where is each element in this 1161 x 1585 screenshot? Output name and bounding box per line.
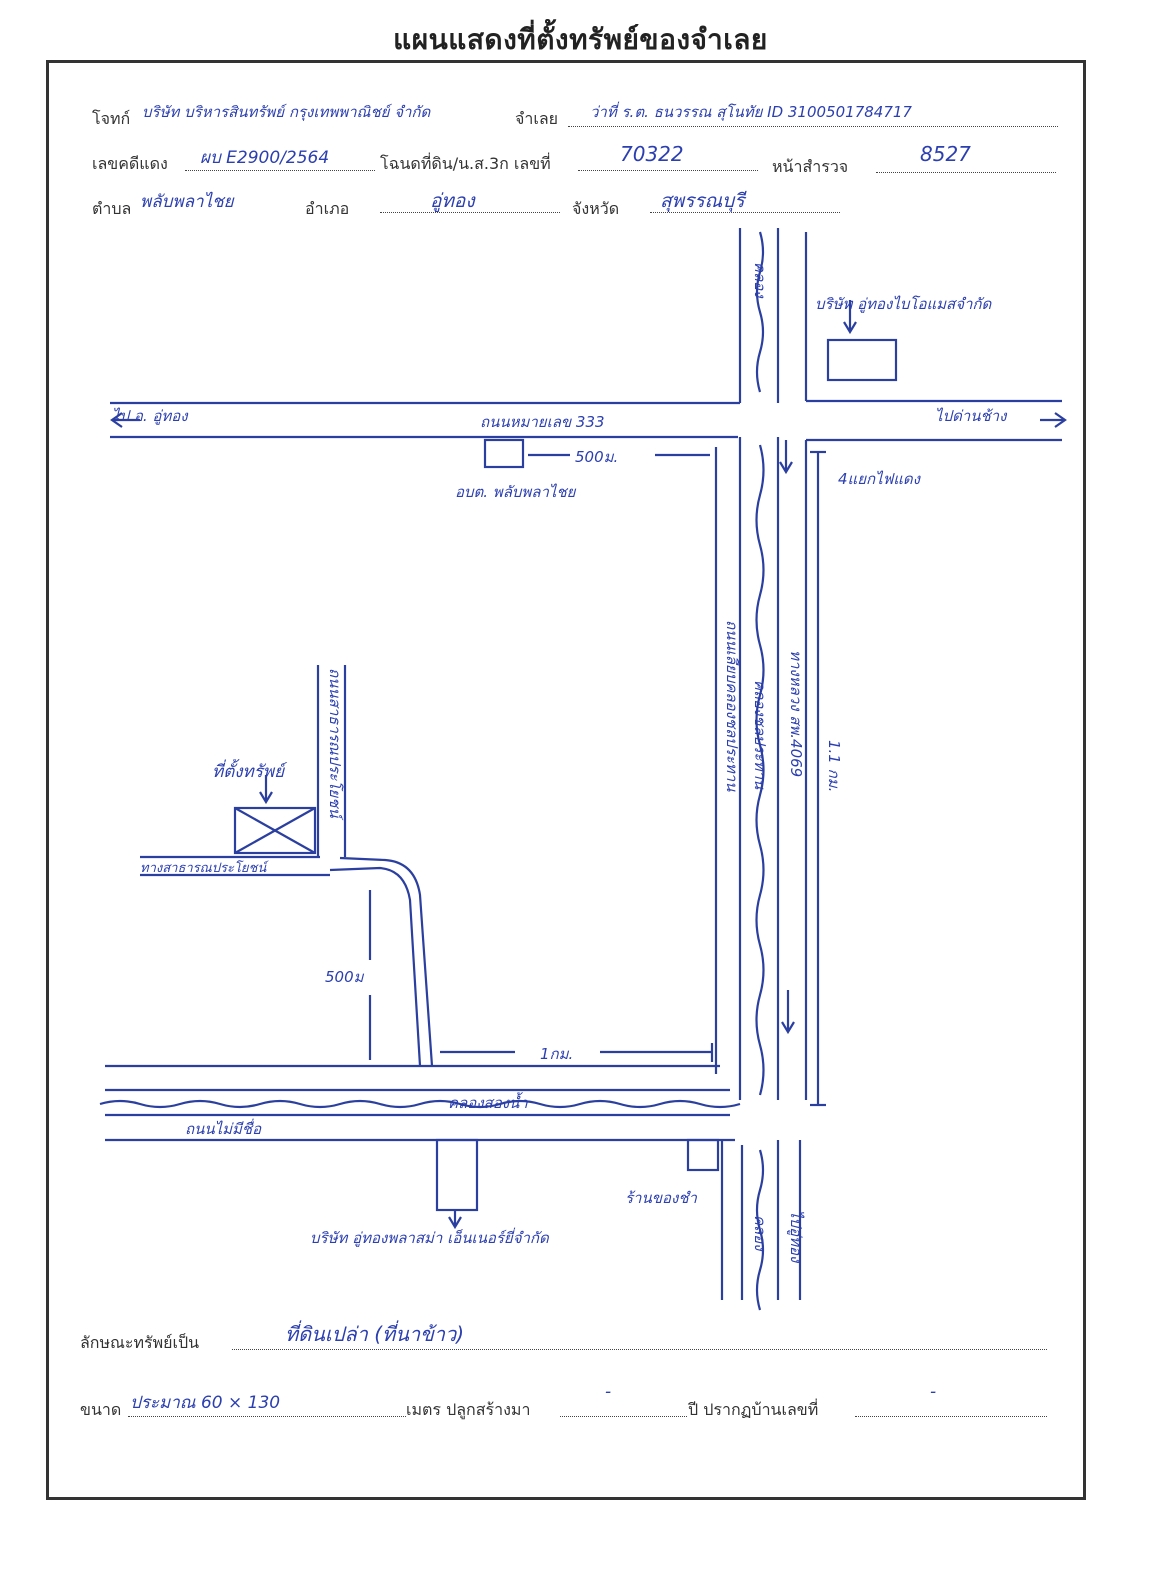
property-type-dotline [232,1349,1047,1350]
sao-office-box [483,438,525,469]
canal-songnam-wave [99,1099,741,1109]
canal-top-wave [755,231,765,393]
district-value: อู่ทอง [430,190,475,212]
company-top-box [826,338,898,382]
case-dotline [185,170,375,171]
province-label: จังหวัด [572,199,620,218]
company-bottom-box [435,1138,479,1212]
house-value: - [930,1382,937,1402]
district-label: อำเภอ [305,199,350,218]
survey-label: หน้าสำรวจ [772,157,849,176]
deed-value: 70322 [620,142,684,166]
label-road-along-canal: ถนนเลียบคลองชลประทาน [723,620,741,792]
case-label: เลขคดีแดง [92,154,168,173]
survey-dotline [876,172,1056,173]
village-road-left-edge [329,866,422,1067]
subdistrict-value: พลับพลาไชย [140,192,234,212]
size-value: ประมาณ 60 × 130 [130,1393,281,1413]
label-500-top: 500ม. [575,448,619,466]
label-500-left: 500ม [325,968,364,986]
property-type-label: ลักษณะทรัพย์เป็น [80,1333,200,1352]
deed-dotline [578,170,758,171]
property-box [233,806,317,855]
label-canal-bottom: คลอง [751,1215,769,1251]
label-1km: 1กม. [540,1045,574,1063]
label-highway-333: ถนนหมายเลข 333 [480,413,605,431]
label-village-road: ถนนสาธารณประโยชน์ [326,668,344,818]
canal-wave [755,444,765,1096]
year-label: ปี ปรากฏบ้านเลขที่ [688,1400,819,1419]
village-road-right-edge [339,856,434,1067]
label-company-bottom: บริษัท อู่ทองพลาสม่า เอ็นเนอร์ยี่จำกัด [310,1229,549,1247]
label-road-4069: ทางหลวง สพ.4069 [787,650,805,778]
label-shop: ร้านของชำ [625,1189,697,1207]
label-unnamed-road: ถนนไม่มีชื่อ [185,1120,262,1138]
label-to-dansuwan: ไปด่านช้าง [935,407,1007,425]
house-dotline [855,1416,1047,1417]
defendant-label: จำเลย [515,109,559,128]
label-canal-along: คลองชลประทาน [751,680,769,790]
label-public-way: ทางสาธารณประโยชน์ [140,861,267,876]
size-dotline [128,1416,406,1417]
district-dotline [380,212,560,213]
label-company-top: บริษัท อู่ทองไบโอแมสจำกัด [815,295,992,313]
label-canal-songnam: คลองสองน้ำ [448,1094,528,1112]
plaintiff-label: โจทก์ [92,109,131,128]
size-label: ขนาด [80,1400,122,1419]
label-property-location: ที่ตั้งทรัพย์ [212,762,285,782]
case-value: ผบ E2900/2564 [200,148,330,168]
bottom-canal-wave [755,1149,765,1311]
defendant-value: ว่าที่ ร.ต. ธนวรรณ สุโนทัย ID 3100501784… [590,103,912,121]
page-title: แผนแสดงที่ตั้งทรัพย์ของจำเลย [393,23,768,56]
province-dotline [650,212,840,213]
defendant-dotline [568,126,1058,127]
property-type-value: ที่ดินเปล่า (ที่นาข้าว) [285,1322,465,1346]
province-value: สุพรรณบุรี [660,190,745,212]
survey-value: 8527 [920,142,971,166]
built-value: - [605,1382,612,1402]
built-dotline [560,1416,687,1417]
label-1-1km: 1.1 กม. [825,740,843,793]
document-frame [46,60,1086,1500]
plaintiff-value: บริษัท บริหารสินทรัพย์ กรุงเทพพาณิชย์ จำ… [142,103,431,121]
label-sao-office: อบต. พลับพลาไชย [455,483,576,501]
deed-label: โฉนดที่ดิน/น.ส.3ก เลขที่ [380,154,551,173]
label-to-uthong: ไป อ. อู่ทอง [112,407,188,425]
shop-box [686,1138,720,1172]
subdistrict-label: ตำบล [92,199,132,218]
meters-label: เมตร ปลูกสร้างมา [406,1400,531,1419]
label-traffic-light: 4แยกไฟแดง [838,470,920,488]
label-road-bottom: ไปอู่ทอง [787,1210,805,1263]
label-canal-top: คลอง [751,262,769,298]
